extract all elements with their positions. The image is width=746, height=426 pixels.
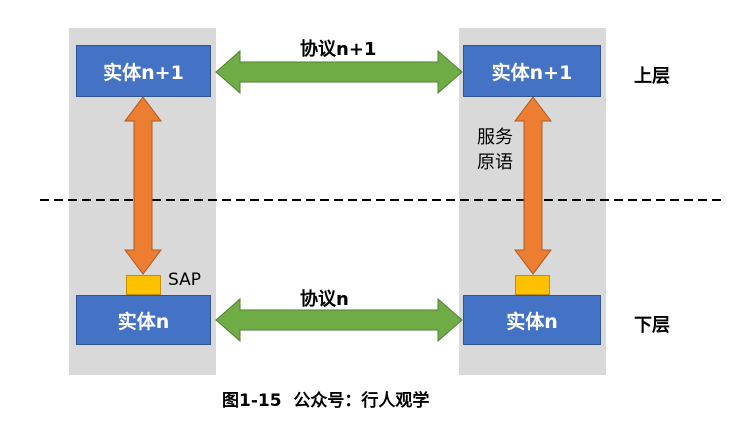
sap-label: SAP [168,270,201,290]
left-upper-entity: 实体n+1 [76,45,211,97]
lower-protocol-arrow [215,297,463,343]
lower-protocol-label: 协议n [300,289,349,310]
left-sap-box [126,275,161,295]
right-sap-box [515,275,550,295]
left-service-arrow [124,96,162,275]
service-primitive-label-line2: 原语 [477,152,513,173]
upper-protocol-arrow [215,49,463,95]
upper-layer-label: 上层 [634,66,670,87]
right-lower-entity: 实体n [463,295,601,345]
figure-caption: 图1-15 公众号：行人观学 [222,391,430,411]
service-primitive-label-line1: 服务 [477,127,513,148]
upper-protocol-label: 协议n+1 [300,39,377,60]
left-lower-entity: 实体n [76,295,211,345]
right-upper-entity: 实体n+1 [463,45,601,97]
right-service-arrow [514,96,552,275]
lower-layer-label: 下层 [634,315,670,336]
